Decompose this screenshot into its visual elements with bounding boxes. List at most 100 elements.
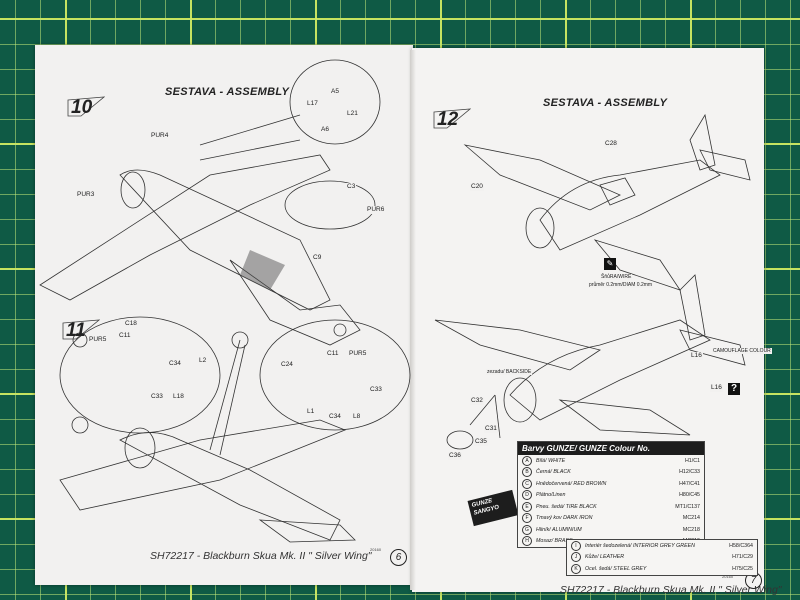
- colour-row: I Interiér šedozelená/ INTERIOR GREY GREE…: [567, 540, 757, 552]
- part-label: C20: [470, 183, 484, 191]
- part-label: L18: [172, 393, 185, 401]
- right-page-code: 20160: [722, 574, 734, 579]
- colour-table: Barvy GUNZE/ GUNZE Colour No. A Bílá/ WHI…: [517, 441, 705, 548]
- colour-row: K Ocel. šedá/ STEEL GREY H75/C25: [567, 563, 757, 575]
- part-label: PUR5: [348, 350, 368, 358]
- colour-name: Plátno/Linen: [536, 492, 566, 499]
- colour-code: H12/C33: [679, 469, 700, 476]
- part-label: L2: [198, 357, 208, 365]
- colour-row: B Černá/ BLACK H12/C33: [518, 467, 704, 479]
- part-label: C24: [280, 361, 294, 369]
- colour-letter: J: [571, 552, 581, 563]
- part-label: L1: [306, 408, 316, 416]
- part-label: C28: [604, 140, 618, 148]
- page-gutter: [410, 50, 416, 590]
- colour-name: Kůže/ LEATHER: [585, 554, 625, 561]
- colour-letter: K: [571, 563, 581, 574]
- colour-letter: C: [522, 478, 532, 489]
- colour-code: H75/C25: [732, 565, 753, 572]
- part-label: C34: [328, 413, 342, 421]
- colour-table-extra: I Interiér šedozelená/ INTERIOR GREY GREE…: [566, 539, 758, 576]
- wire-icon: ✎: [604, 258, 616, 270]
- colour-code: H71/C29: [732, 554, 753, 561]
- part-label: C9: [312, 254, 323, 262]
- part-label: PUR4: [150, 132, 170, 140]
- camouflage-note: CAMOUFLAGE COLOUR: [712, 348, 772, 354]
- step-10-number: 10: [71, 97, 93, 118]
- step-11-number: 11: [66, 320, 86, 341]
- left-page-code: 20160: [370, 547, 382, 552]
- left-page-title: SESTAVA - ASSEMBLY: [165, 86, 290, 98]
- colour-letter: H: [522, 536, 532, 547]
- colour-row: J Kůže/ LEATHER H71/C29: [567, 552, 757, 564]
- step12-lower-aircraft-drawing: [434, 274, 746, 450]
- wire-spec-note: průměr 0.2mm/DIAM 0.2mm: [588, 282, 654, 288]
- part-label: C11: [326, 350, 340, 358]
- colour-letter: B: [522, 467, 532, 478]
- colour-row: D Plátno/Linen H80/C45: [518, 490, 704, 502]
- step-12-number: 12: [437, 109, 459, 130]
- colour-row: E Pneu. šedá/ TIRE BLACK MT1/C137: [518, 501, 704, 513]
- colour-letter: D: [522, 490, 532, 501]
- left-instruction-page: [35, 45, 413, 585]
- colour-code: H58/C364: [729, 542, 753, 549]
- part-label: C36: [448, 452, 462, 460]
- part-label: PUR5: [88, 336, 108, 344]
- question-mark-icon: ?: [728, 383, 740, 395]
- left-page-number: 6: [390, 549, 407, 566]
- colour-row: C Hnědočervená/ RED BROWN H47/C41: [518, 478, 704, 490]
- part-label: L21: [346, 110, 359, 118]
- part-label: L8: [352, 413, 362, 421]
- colour-name: Hliník/ ALUMINIUM: [536, 526, 582, 533]
- step11-aircraft-drawing: [59, 316, 411, 543]
- right-page-footer: SH72217 - Blackburn Skua Mk. II " Silver…: [560, 584, 782, 596]
- colour-letter: E: [522, 501, 532, 512]
- step-11-badge: 11: [62, 319, 100, 341]
- colour-row: F Tmavý kov DARK IRON MC214: [518, 513, 704, 525]
- left-page-footer: SH72217 - Blackburn Skua Mk. II " Silver…: [150, 550, 372, 562]
- part-label: C33: [150, 393, 164, 401]
- right-page-title: SESTAVA - ASSEMBLY: [543, 97, 668, 109]
- colour-name: Ocel. šedá/ STEEL GREY: [585, 565, 647, 572]
- step-12-badge: 12: [433, 108, 471, 130]
- part-label: C32: [470, 397, 484, 405]
- part-label: C18: [124, 320, 138, 328]
- part-label: A6: [320, 126, 330, 134]
- step-10-badge: 10: [67, 96, 105, 118]
- part-label: C3: [346, 183, 357, 191]
- colour-code: H47/C41: [679, 480, 700, 487]
- colour-name: Tmavý kov DARK IRON: [536, 515, 593, 522]
- part-label: A5: [330, 88, 340, 96]
- colour-code: MT1/C137: [675, 503, 700, 510]
- colour-name: Mosaz/ BRASS: [536, 538, 573, 545]
- colour-letter: G: [522, 524, 532, 535]
- colour-letter: F: [522, 513, 532, 524]
- colour-name: Bílá/ WHITE: [536, 457, 566, 464]
- colour-name: Interiér šedozelená/ INTERIOR GREY GREEN: [585, 542, 695, 549]
- wire-note: ŠňůRA/WIRE: [600, 274, 633, 280]
- colour-name: Černá/ BLACK: [536, 469, 571, 476]
- part-label: PUR6: [366, 206, 386, 214]
- colour-letter: A: [522, 455, 532, 466]
- colour-code: H80/C45: [679, 492, 700, 499]
- part-label: C34: [168, 360, 182, 368]
- part-label: C33: [369, 386, 383, 394]
- part-label: L16: [710, 384, 723, 392]
- step10-aircraft-drawing: [39, 59, 381, 346]
- colour-name: Hnědočervená/ RED BROWN: [536, 480, 607, 487]
- colour-table-header: Barvy GUNZE/ GUNZE Colour No.: [518, 442, 704, 455]
- part-label: PUR3: [76, 191, 96, 199]
- part-label: L16: [690, 352, 703, 360]
- part-label: C11: [118, 332, 132, 340]
- colour-code: MC214: [682, 515, 700, 522]
- part-label: L17: [306, 100, 319, 108]
- backside-note: zezadu/ BACKSIDE: [486, 369, 533, 375]
- colour-name: Pneu. šedá/ TIRE BLACK: [536, 503, 597, 510]
- part-label: C35: [474, 438, 488, 446]
- colour-code: H1/C1: [684, 457, 700, 464]
- colour-row: A Bílá/ WHITE H1/C1: [518, 455, 704, 467]
- part-label: C31: [484, 425, 498, 433]
- colour-letter: I: [571, 540, 581, 551]
